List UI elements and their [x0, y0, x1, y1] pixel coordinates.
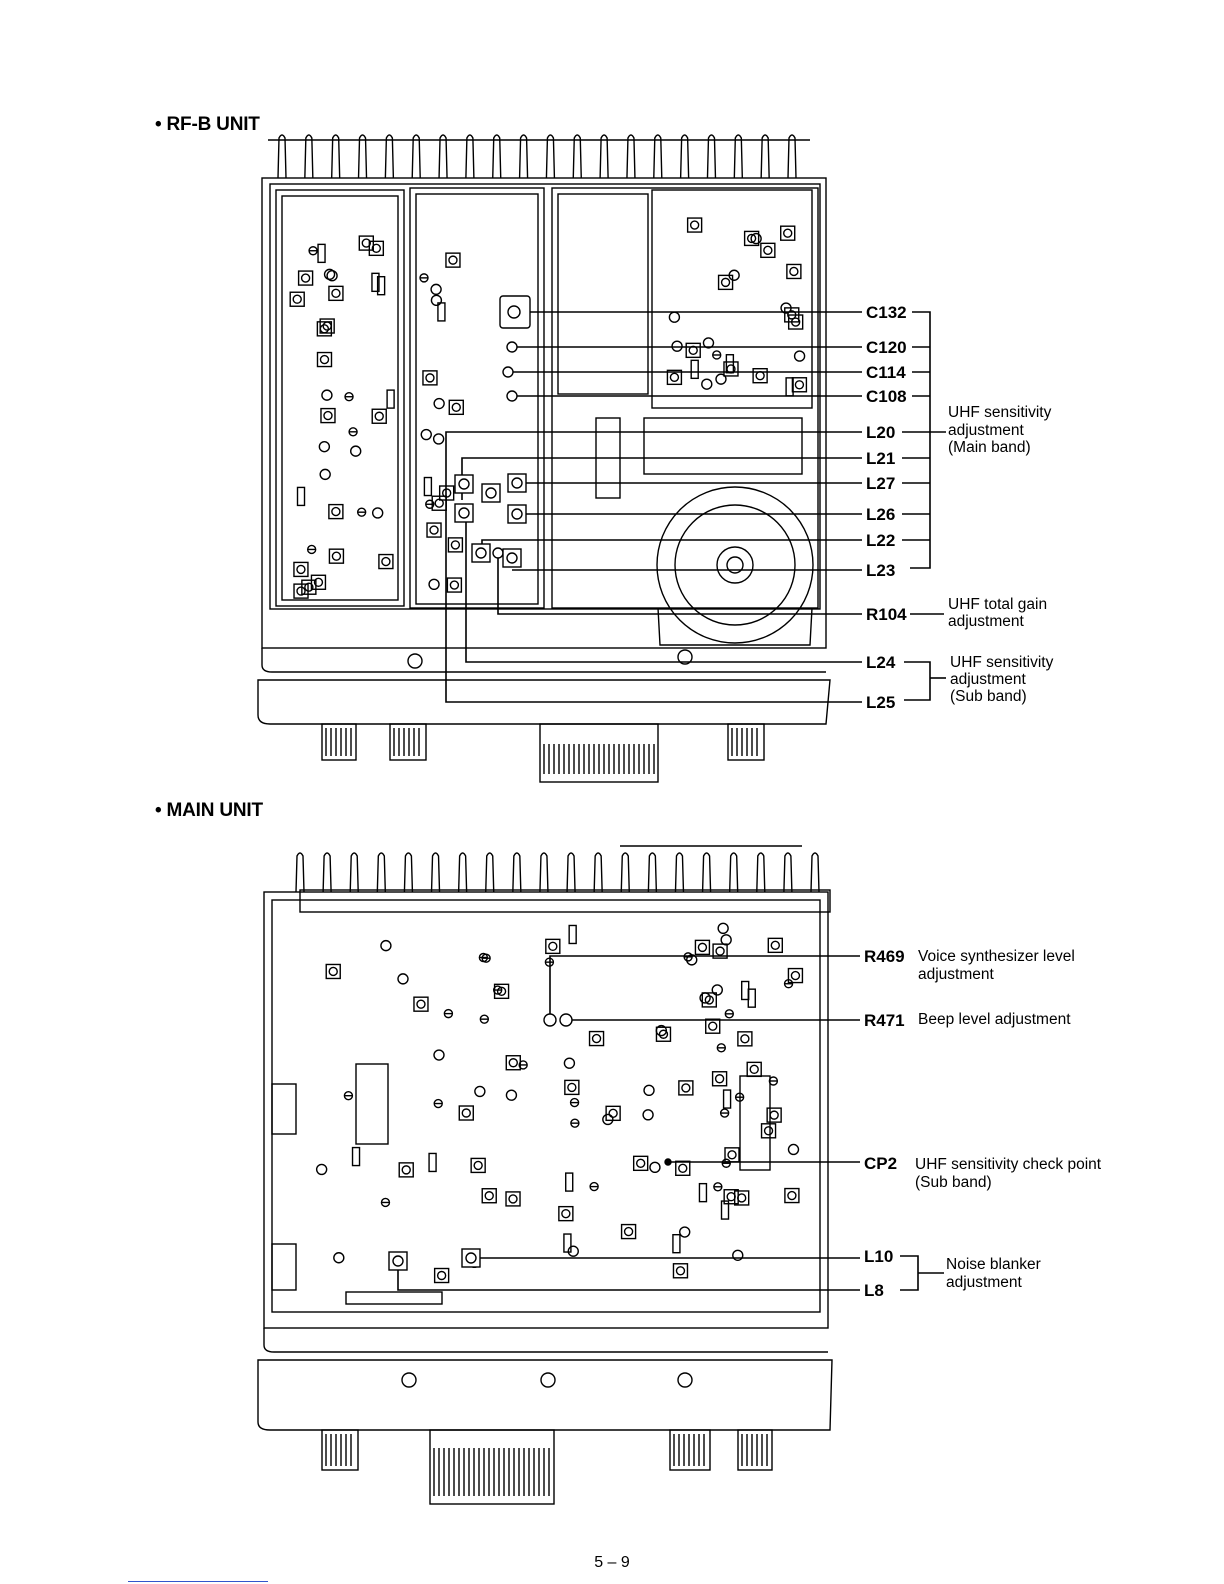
callout-cp2: CP2 [864, 1154, 897, 1173]
note-sub-band-line2: adjustment [950, 671, 1027, 688]
main-unit-drawing [257, 845, 833, 1505]
callout-r104: R104 [866, 605, 907, 624]
noise-blanker-line1: Noise blanker [946, 1256, 1041, 1273]
rfb-callout-targets [454, 295, 531, 568]
note-total-gain-line2: adjustment [948, 613, 1025, 630]
callout-c108: C108 [866, 387, 907, 406]
callout-l8: L8 [864, 1281, 884, 1300]
noise-blanker-line2: adjustment [946, 1274, 1023, 1291]
callout-l20: L20 [866, 423, 895, 442]
callout-l26: L26 [866, 505, 895, 524]
callout-l24: L24 [866, 653, 896, 672]
footer-rule [128, 1581, 268, 1582]
r469-desc-line2: adjustment [918, 966, 995, 983]
callout-l25: L25 [866, 693, 895, 712]
rfb-unit-title: • RF-B UNIT [155, 114, 260, 135]
callout-c132: C132 [866, 303, 907, 322]
main-unit-title: • MAIN UNIT [155, 800, 263, 821]
note-main-band-line2: adjustment [948, 422, 1025, 439]
rfb-callout-lines [445, 311, 946, 703]
callout-c114: C114 [866, 363, 906, 382]
cp2-desc-line1: UHF sensitivity check point [915, 1156, 1102, 1173]
r471-desc-line1: Beep level adjustment [918, 1011, 1071, 1028]
callout-c120: C120 [866, 338, 907, 357]
callout-l22: L22 [866, 531, 895, 550]
note-sub-band-line1: UHF sensitivity [950, 654, 1054, 671]
note-main-band-line1: UHF sensitivity [948, 404, 1052, 421]
note-sub-band-line3: (Sub band) [950, 688, 1027, 705]
cp2-desc-line2: (Sub band) [915, 1174, 992, 1191]
callout-l21: L21 [866, 449, 895, 468]
main-callout-lines [397, 955, 944, 1291]
note-main-band-line3: (Main band) [948, 439, 1031, 456]
callout-l23: L23 [866, 561, 895, 580]
callout-r469: R469 [864, 947, 905, 966]
callout-l10: L10 [864, 1247, 893, 1266]
note-total-gain-line1: UHF total gain [948, 596, 1047, 613]
callout-l27: L27 [866, 474, 895, 493]
callout-r471: R471 [864, 1011, 905, 1030]
main-callout-targets [388, 1013, 672, 1271]
page-number: 5 – 9 [594, 1554, 630, 1571]
r469-desc-line1: Voice synthesizer level [918, 948, 1075, 965]
